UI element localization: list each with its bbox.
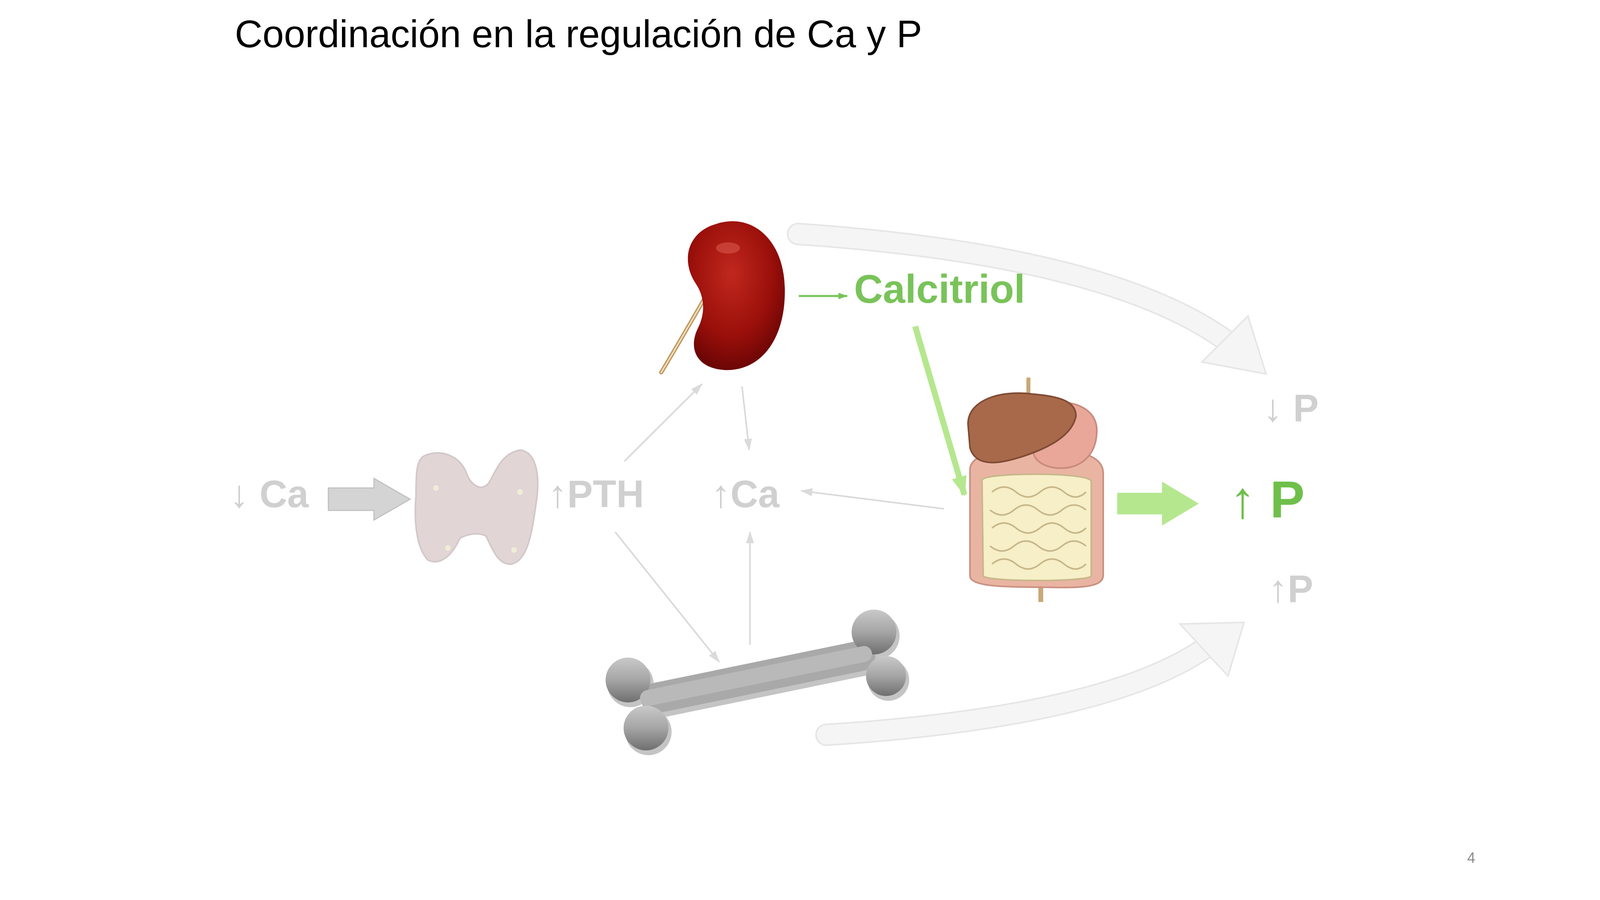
bone-illustration	[605, 609, 910, 756]
slide-title: Coordinación en la regulación de Ca y P	[234, 12, 922, 56]
effect-label: ↑P	[1268, 566, 1314, 611]
effect-label: ↓ P	[1263, 386, 1319, 430]
faded-curved-arrow	[798, 234, 1266, 374]
green-arrow	[798, 295, 848, 298]
hormone-label: ↑PTH	[548, 472, 644, 516]
block-arrow	[1117, 481, 1199, 526]
effect-label: ↑Ca	[711, 472, 780, 516]
block-arrow	[328, 478, 410, 520]
stimulus-label: ↓ Ca	[229, 472, 309, 516]
green-arrow	[915, 326, 965, 495]
leader-lines	[615, 384, 944, 662]
effect-label: ↑ P	[1229, 470, 1305, 530]
thyroid-illustration	[415, 450, 538, 564]
page-number: 4	[1467, 849, 1476, 866]
kidney-illustration	[661, 221, 785, 373]
digestive-illustration	[968, 377, 1104, 602]
hormone-label: Calcitriol	[854, 266, 1026, 312]
